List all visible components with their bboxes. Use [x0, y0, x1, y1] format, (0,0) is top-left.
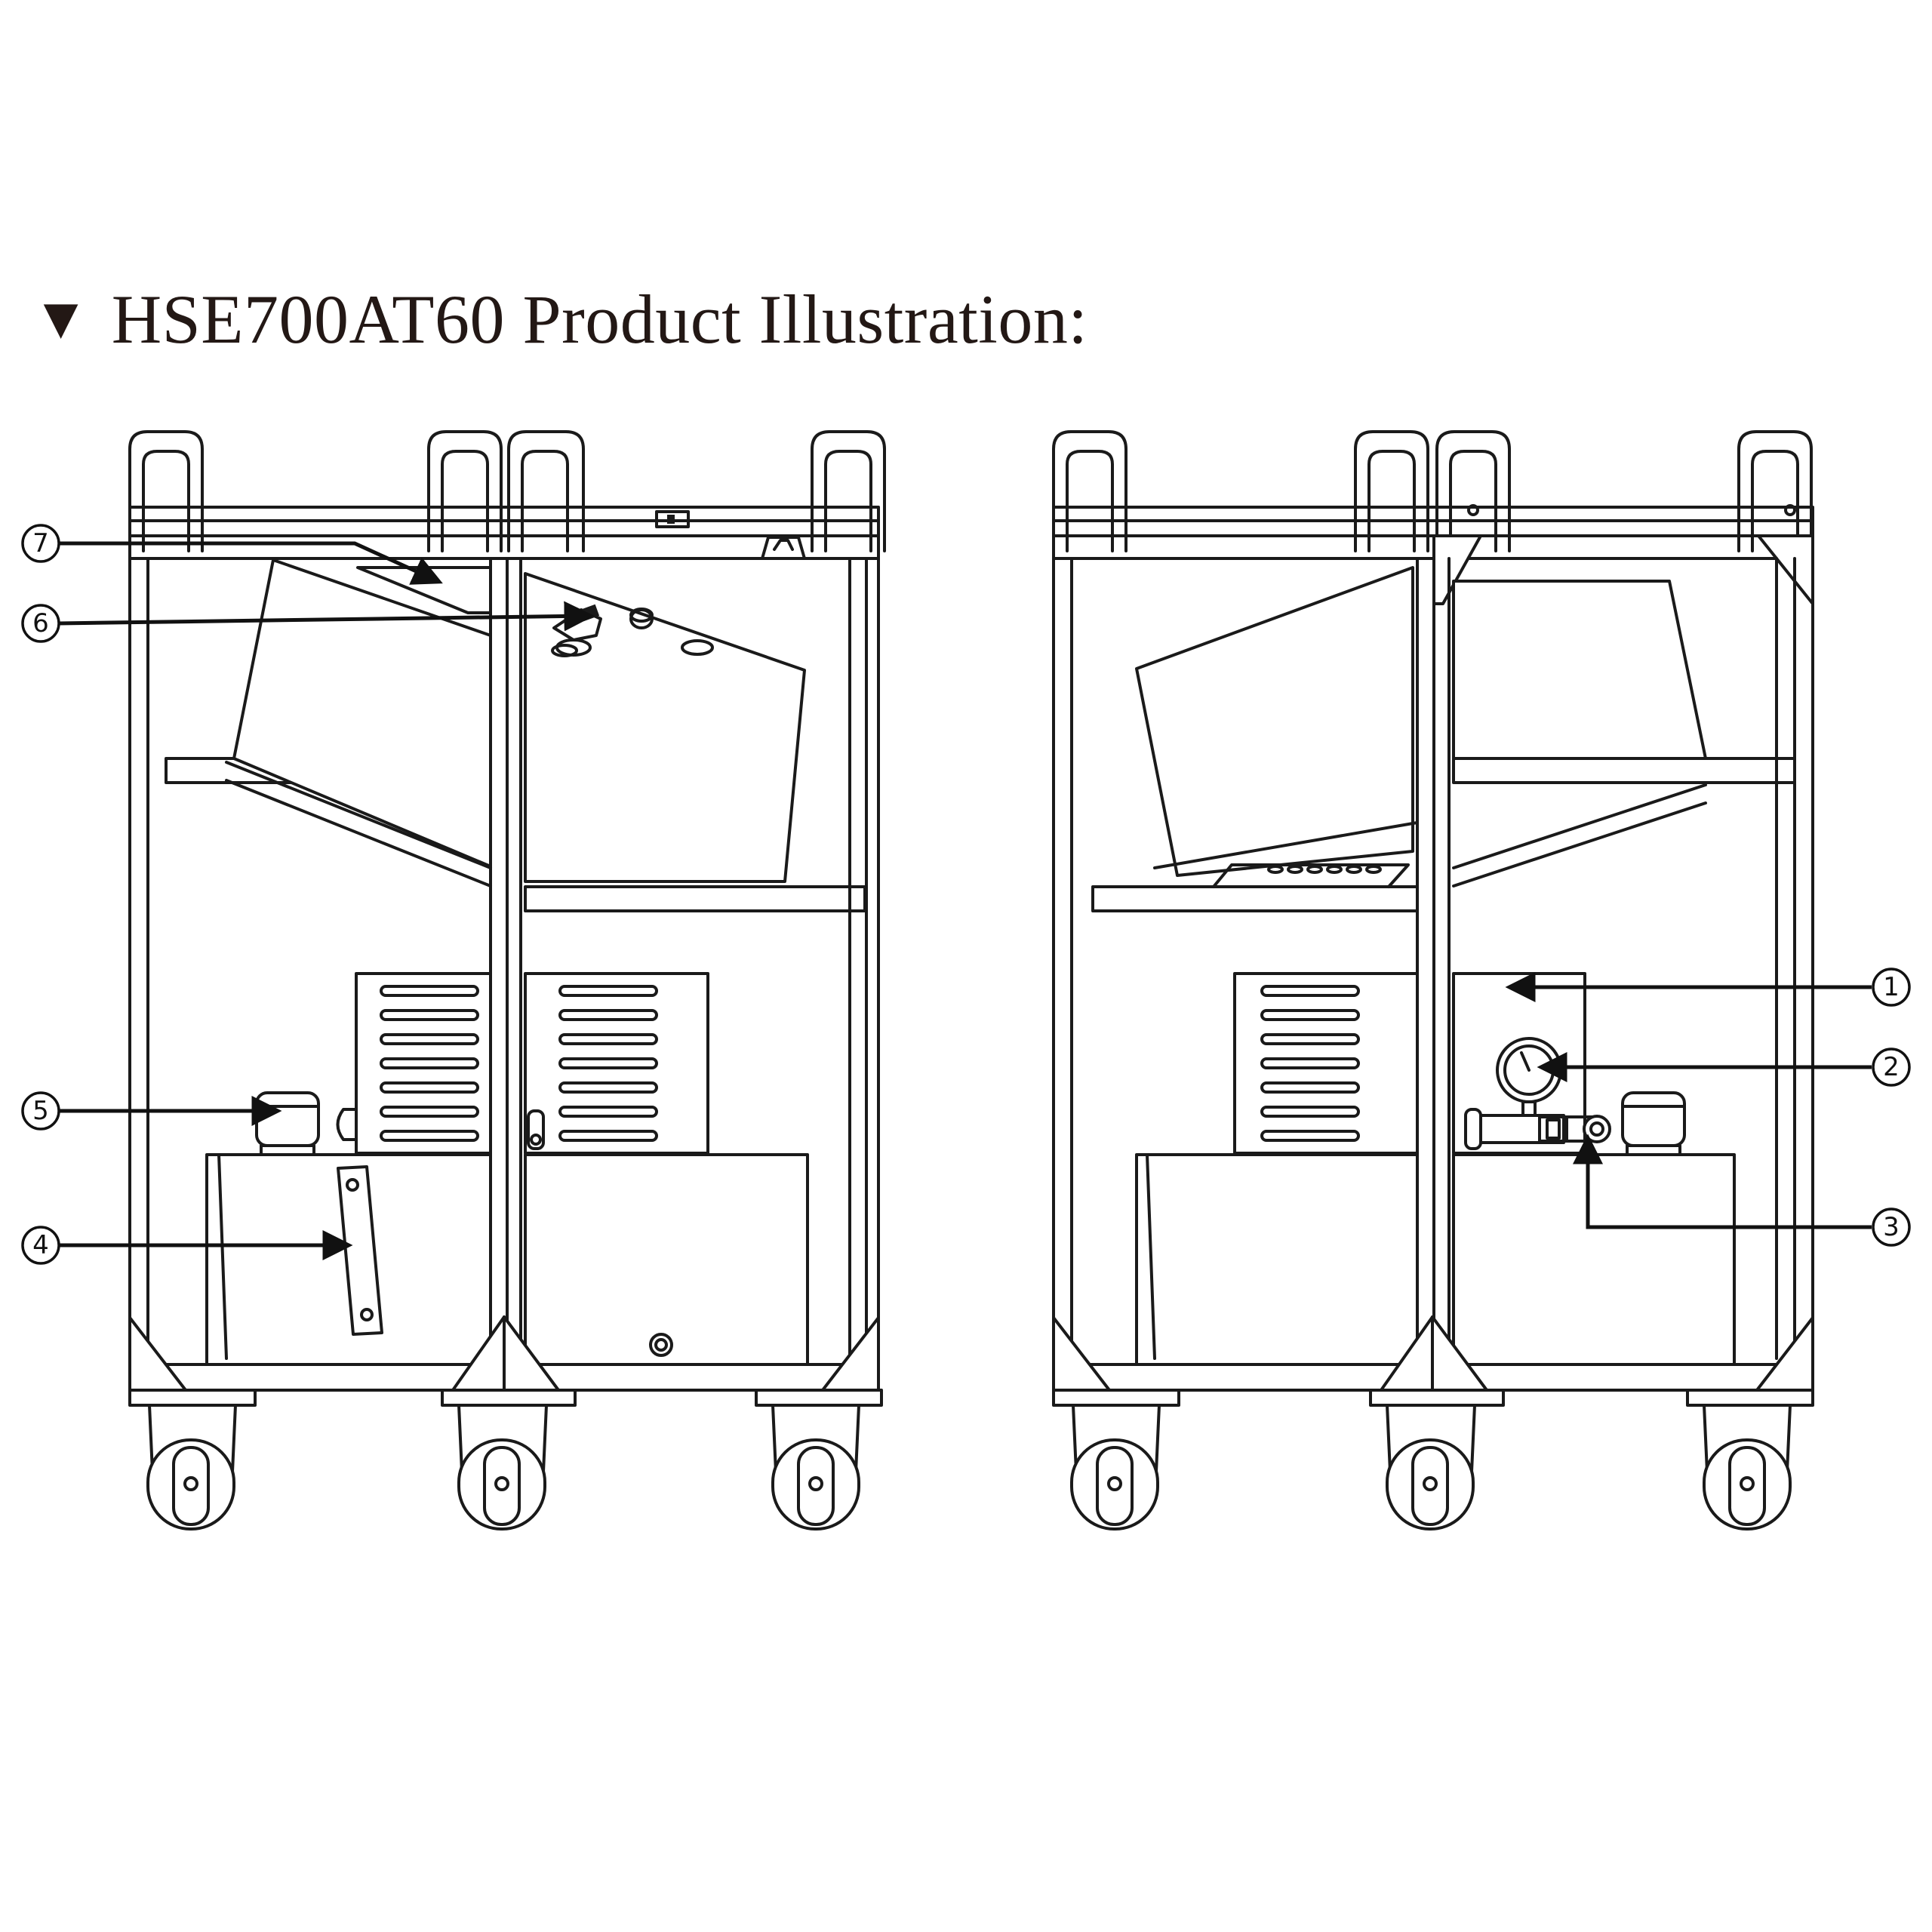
triangle-marker-icon: ▼	[32, 285, 91, 351]
top-frame-left	[128, 506, 880, 560]
callout-1: 1	[1872, 968, 1911, 1007]
right-cart-view	[1052, 430, 1814, 1531]
svg-text:2: 2	[1883, 1052, 1900, 1082]
lifting-hooks-left	[128, 430, 886, 552]
page-title: ▼ HSE700AT60 Product Illustration:	[32, 279, 1088, 359]
callout-labels: 7 6 5 4 1 2 3	[21, 524, 1911, 1265]
svg-text:1: 1	[1883, 972, 1900, 1002]
arrow-7	[59, 541, 443, 585]
callout-3: 3	[1872, 1208, 1911, 1247]
svg-text:5: 5	[32, 1096, 49, 1126]
svg-text:7: 7	[32, 528, 49, 558]
vent-slots-left	[380, 985, 658, 1142]
base-frame-right	[1052, 1315, 1814, 1392]
oil-filler-cap	[255, 1091, 320, 1158]
title-text: HSE700AT60 Product Illustration:	[111, 281, 1088, 358]
svg-text:6: 6	[32, 608, 49, 638]
tilted-box-left	[232, 558, 806, 883]
callout-arrows	[58, 541, 1872, 1260]
svg-text:3: 3	[1883, 1212, 1900, 1242]
arrow-3	[1573, 1134, 1872, 1229]
vent-slots-right	[1260, 985, 1360, 1142]
callout-5: 5	[21, 1091, 60, 1131]
lifting-hooks-right	[1052, 430, 1813, 552]
casters-right	[1052, 1389, 1814, 1531]
tilted-box-right	[1135, 566, 1707, 888]
casters-left	[128, 1389, 883, 1531]
arrow-6	[58, 601, 595, 632]
filler-cap-right	[1621, 1091, 1686, 1158]
callout-4: 4	[21, 1226, 60, 1265]
left-cart-view	[128, 430, 886, 1531]
svg-text:4: 4	[32, 1230, 49, 1260]
oil-tank-right	[1135, 1153, 1736, 1366]
motor-cover-left	[336, 972, 709, 1155]
callout-7: 7	[21, 524, 60, 563]
callout-6: 6	[21, 604, 60, 643]
callout-2: 2	[1872, 1048, 1911, 1087]
